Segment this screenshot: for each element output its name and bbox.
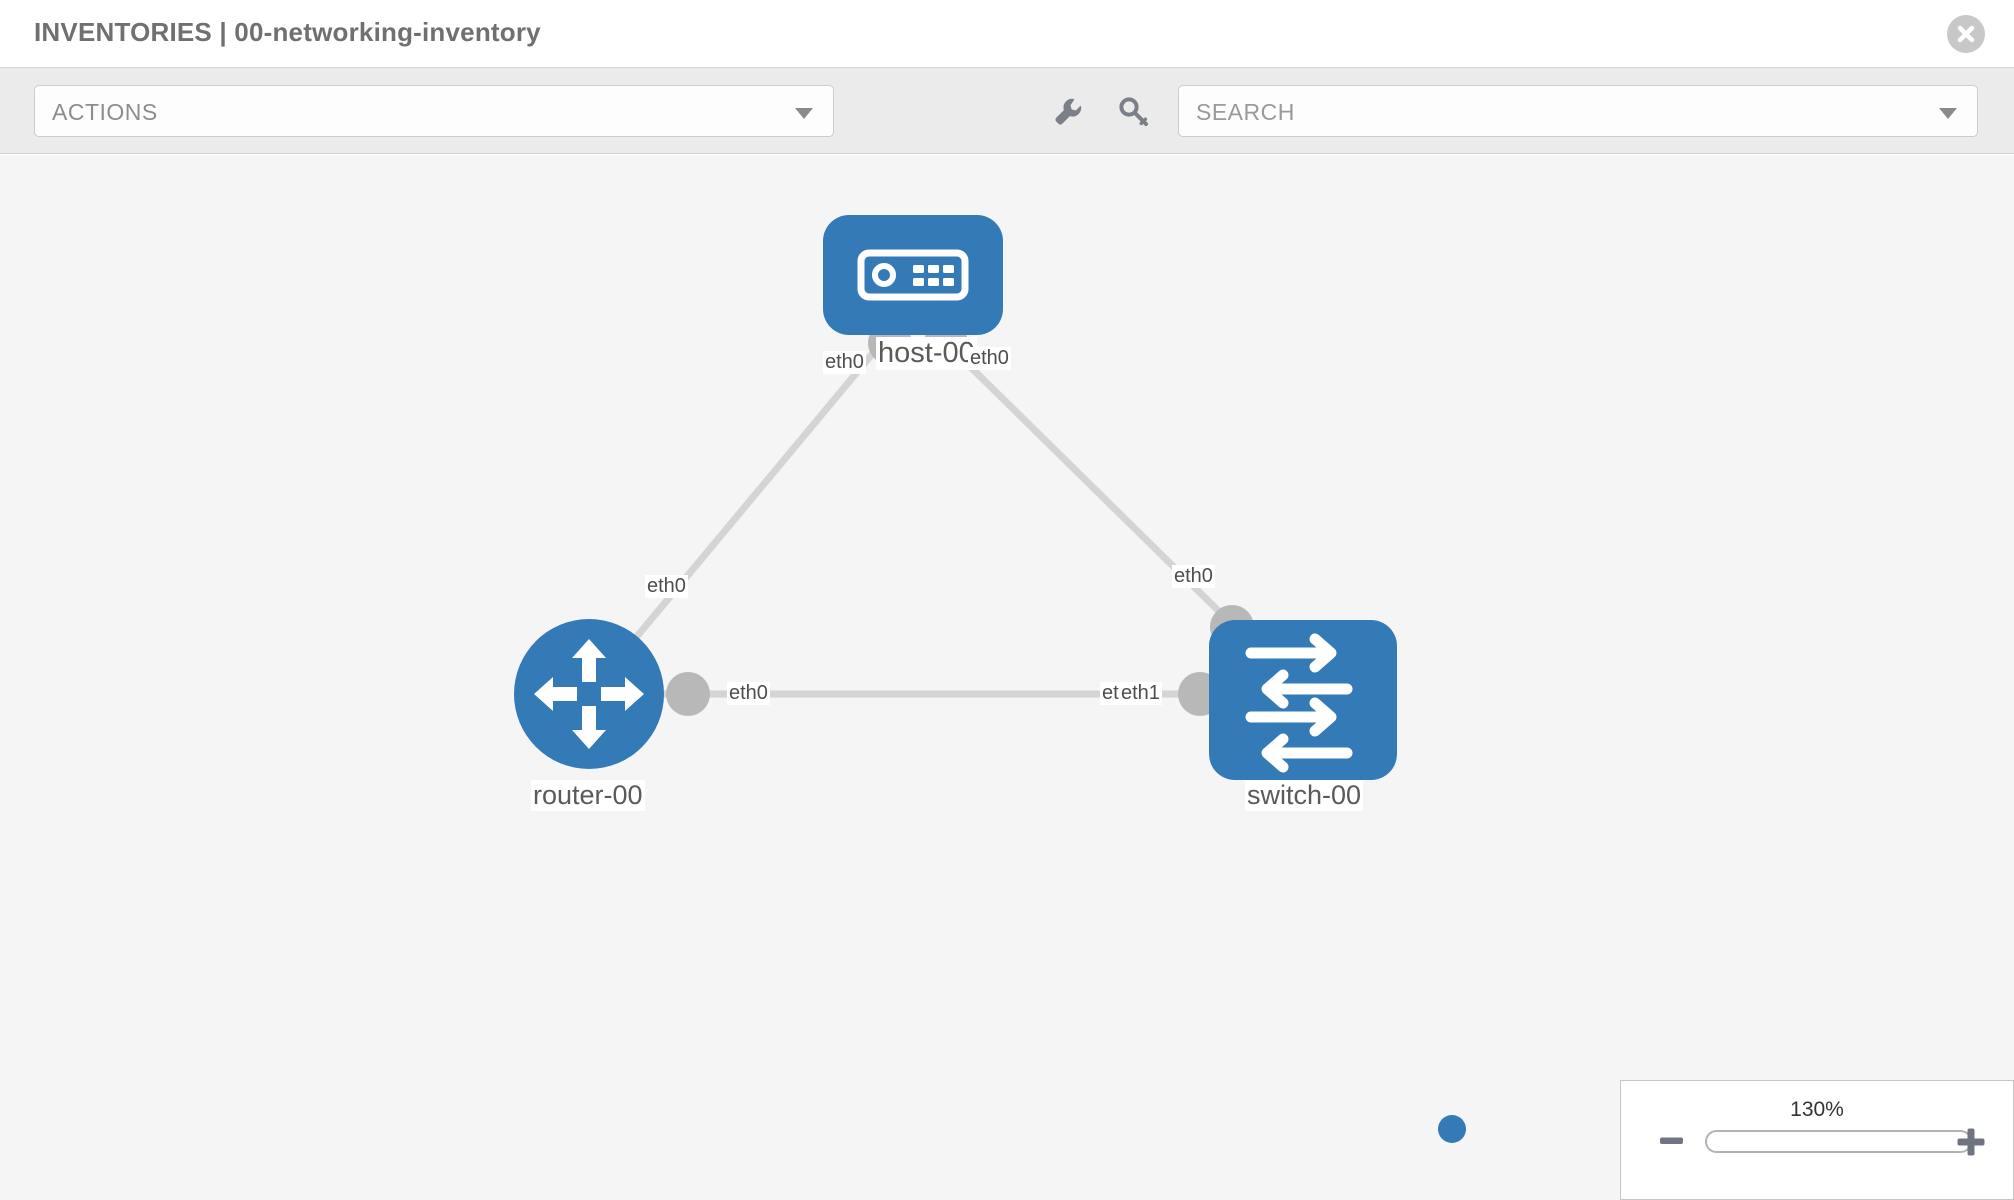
- zoom-slider-track[interactable]: [1705, 1130, 1972, 1153]
- page-title: INVENTORIES | 00-networking-inventory: [34, 17, 541, 47]
- chevron-down-icon: [795, 108, 813, 119]
- connector-router-east[interactable]: [666, 672, 710, 716]
- topology-svg: [514, 215, 1397, 780]
- plus-icon[interactable]: [1957, 1128, 1985, 1156]
- zoom-slider-thumb[interactable]: [1438, 1115, 1466, 1143]
- actions-dropdown-label: ACTIONS: [52, 99, 158, 125]
- minus-icon[interactable]: [1659, 1128, 1684, 1153]
- edge-label-host-to-switch[interactable]: eth0: [968, 347, 1011, 370]
- topology-links: [586, 332, 1306, 698]
- node-router-00[interactable]: [514, 619, 664, 769]
- actions-dropdown[interactable]: ACTIONS: [34, 85, 834, 137]
- topology-connectors: [666, 321, 1254, 716]
- server-icon: [857, 249, 969, 301]
- close-icon[interactable]: [1947, 15, 1985, 53]
- node-switch-00[interactable]: [1209, 620, 1397, 780]
- node-host-00[interactable]: [823, 215, 1003, 335]
- zoom-level-label: 130%: [1790, 1098, 1844, 1121]
- edge-label-switch-to-host[interactable]: eth0: [1172, 565, 1215, 588]
- topology-canvas[interactable]: host-00 router-00 switch-00 eth0 eth0 et…: [0, 155, 2014, 1200]
- chevron-down-icon[interactable]: [1939, 108, 1957, 119]
- key-icon[interactable]: [1117, 95, 1151, 129]
- node-label-router-00[interactable]: router-00: [531, 780, 645, 811]
- edge-label-router-to-host[interactable]: eth0: [645, 575, 688, 598]
- wrench-icon[interactable]: [1051, 95, 1085, 129]
- edge-label-router-to-switch[interactable]: eth0: [727, 682, 770, 705]
- title-bar: INVENTORIES | 00-networking-inventory: [0, 0, 2014, 68]
- search-input[interactable]: SEARCH: [1178, 85, 1978, 137]
- edge-label-switch-to-router[interactable]: eth1: [1119, 682, 1162, 705]
- search-placeholder: SEARCH: [1196, 99, 1295, 125]
- node-label-switch-00[interactable]: switch-00: [1245, 780, 1364, 811]
- link-host-router[interactable]: [586, 332, 891, 697]
- toolbar: ACTIONS SEARCH: [0, 68, 2014, 154]
- edge-label-host-to-router[interactable]: eth0: [823, 351, 866, 374]
- node-label-host-00[interactable]: host-00: [876, 337, 977, 370]
- zoom-control-panel: 130%: [1620, 1080, 2014, 1200]
- router-arrows-icon: [534, 639, 644, 749]
- switch-arrows-icon: [1245, 633, 1353, 773]
